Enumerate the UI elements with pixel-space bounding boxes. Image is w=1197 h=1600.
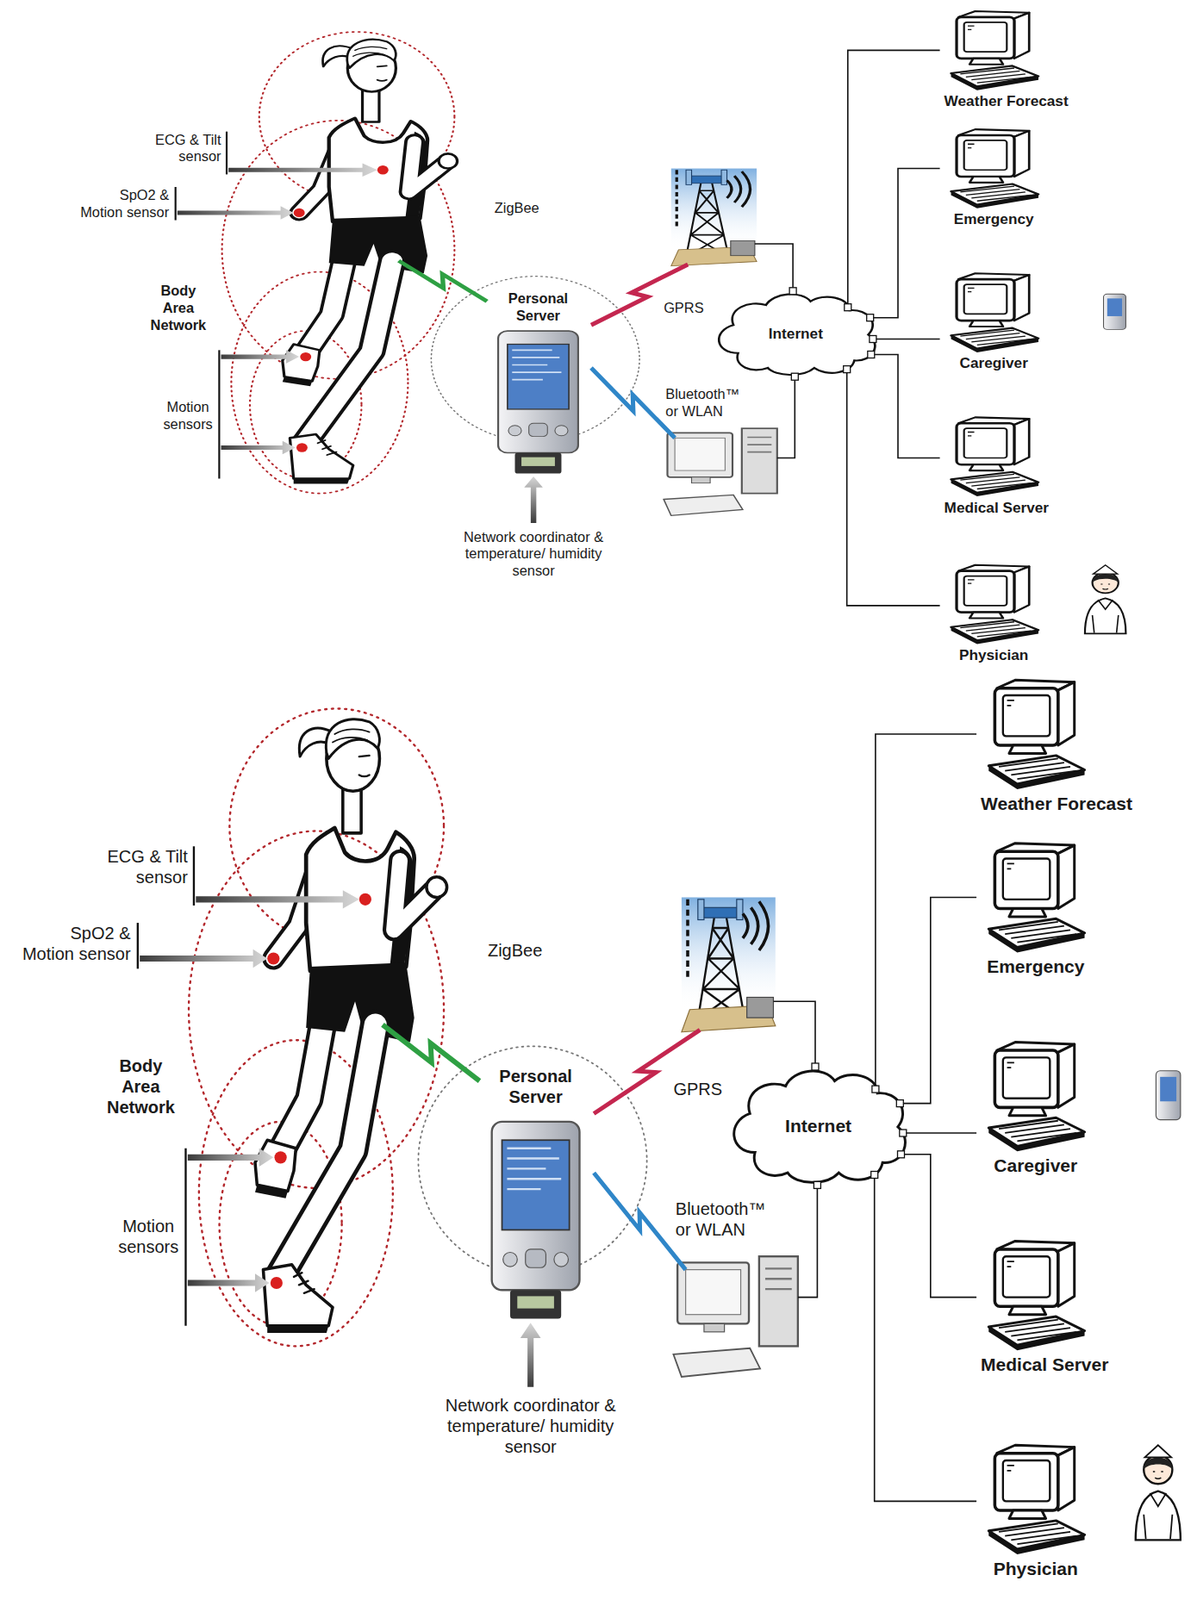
callout-label: ECG & Tilt sensor: [105, 846, 188, 888]
junction-box: [871, 1172, 879, 1179]
node-label: Emergency: [953, 210, 1035, 229]
radio-link: [591, 367, 675, 438]
callout-label: Network coordinator & temperature/ humid…: [437, 1395, 624, 1458]
network-link: [844, 49, 941, 311]
callout-label: ZigBee: [487, 940, 543, 961]
wired-link: [872, 338, 941, 341]
computer-node: Weather Forecast: [976, 678, 1137, 815]
node-label: Caregiver: [959, 354, 1028, 373]
network-link: [897, 1151, 978, 1298]
wired-link: [875, 734, 977, 1090]
node-label: Personal Server: [508, 290, 568, 325]
computer-node: Medical Server: [940, 416, 1054, 518]
wired-link: [903, 1132, 977, 1135]
network-link: [591, 243, 797, 325]
wired-link: [777, 376, 796, 458]
wired-link: [871, 355, 941, 459]
network-link: [593, 1001, 819, 1114]
junction-box: [811, 1063, 819, 1071]
junction-box: [899, 1129, 907, 1137]
radio-link: [593, 1029, 700, 1114]
computer-node: Physician: [940, 563, 1048, 665]
callout-label: Body Area Network: [150, 282, 207, 334]
computer-node: Caregiver: [940, 272, 1048, 374]
network-link: [593, 1172, 821, 1297]
radio-link: [591, 264, 688, 325]
node-label: Caregiver: [993, 1154, 1078, 1177]
wired-link: [899, 897, 977, 1104]
wired-link: [870, 168, 941, 318]
connector-group: [591, 49, 977, 1502]
junction-box: [843, 366, 851, 374]
radio-link: [593, 1172, 686, 1270]
node-label: Personal Server: [498, 1066, 572, 1108]
junction-box: [791, 373, 798, 381]
callout-label: SpO2 & Motion sensor: [18, 922, 131, 965]
junction-box: [789, 287, 797, 295]
callout-label: SpO2 & Motion sensor: [77, 187, 170, 221]
node-label: Physician: [959, 646, 1029, 665]
link-label: Bluetooth™ or WLAN: [675, 1198, 773, 1241]
junction-box: [867, 351, 875, 359]
network-illustration: [137, 679, 1181, 1555]
network-link: [869, 336, 941, 343]
network-link: [843, 366, 941, 606]
network-link: [896, 897, 977, 1108]
junction-box: [866, 314, 874, 322]
wired-link: [798, 1184, 818, 1297]
network-illustration: [175, 11, 1127, 644]
junction-box: [869, 336, 877, 343]
wired-link: [754, 243, 793, 292]
network-link: [872, 734, 977, 1093]
junction-box: [872, 1085, 880, 1093]
network-link: [866, 168, 941, 322]
callout-label: Body Area Network: [106, 1055, 175, 1118]
link-label: GPRS: [663, 299, 704, 318]
node-label: Internet: [785, 1115, 852, 1137]
link-label: Bluetooth™ or WLAN: [665, 386, 745, 420]
network-link: [867, 351, 941, 459]
computer-node: Physician: [976, 1443, 1095, 1580]
callout-label: ZigBee: [494, 199, 540, 218]
junction-box: [813, 1181, 821, 1189]
wired-link: [847, 49, 941, 307]
computer-node: Weather Forecast: [940, 9, 1073, 111]
junction-box: [844, 304, 852, 312]
node-label: Medical Server: [980, 1353, 1109, 1376]
network-link: [591, 367, 798, 459]
computer-node: Medical Server: [976, 1239, 1113, 1376]
server-node: Personal Server: [485, 290, 592, 498]
computer-node: Emergency: [976, 841, 1095, 978]
node-label: Physician: [993, 1558, 1079, 1580]
cloud-node: Internet: [726, 1066, 911, 1185]
cloud-node: Internet: [711, 291, 880, 377]
node-label: Weather Forecast: [980, 792, 1133, 815]
callout-label: Motion sensors: [162, 399, 212, 433]
node-label: Medical Server: [944, 498, 1049, 518]
computer-node: Emergency: [940, 127, 1048, 229]
network-link: [871, 1172, 977, 1503]
link-label: GPRS: [673, 1078, 723, 1100]
wired-link: [847, 369, 941, 606]
junction-box: [897, 1151, 905, 1159]
server-node: Personal Server: [477, 1066, 594, 1353]
computer-node: Caregiver: [976, 1040, 1095, 1177]
network-link: [899, 1129, 977, 1137]
callout-label: Motion sensors: [118, 1215, 179, 1258]
wired-link: [901, 1154, 978, 1298]
node-label: Internet: [768, 324, 823, 343]
node-label: Emergency: [986, 955, 1085, 978]
wired-link: [773, 1001, 817, 1067]
node-label: Weather Forecast: [944, 92, 1069, 111]
junction-box: [896, 1100, 904, 1108]
wired-link: [874, 1175, 977, 1503]
callout-label: ECG & Tilt sensor: [154, 131, 222, 166]
callout-label: Network coordinator & temperature/ humid…: [457, 529, 611, 580]
